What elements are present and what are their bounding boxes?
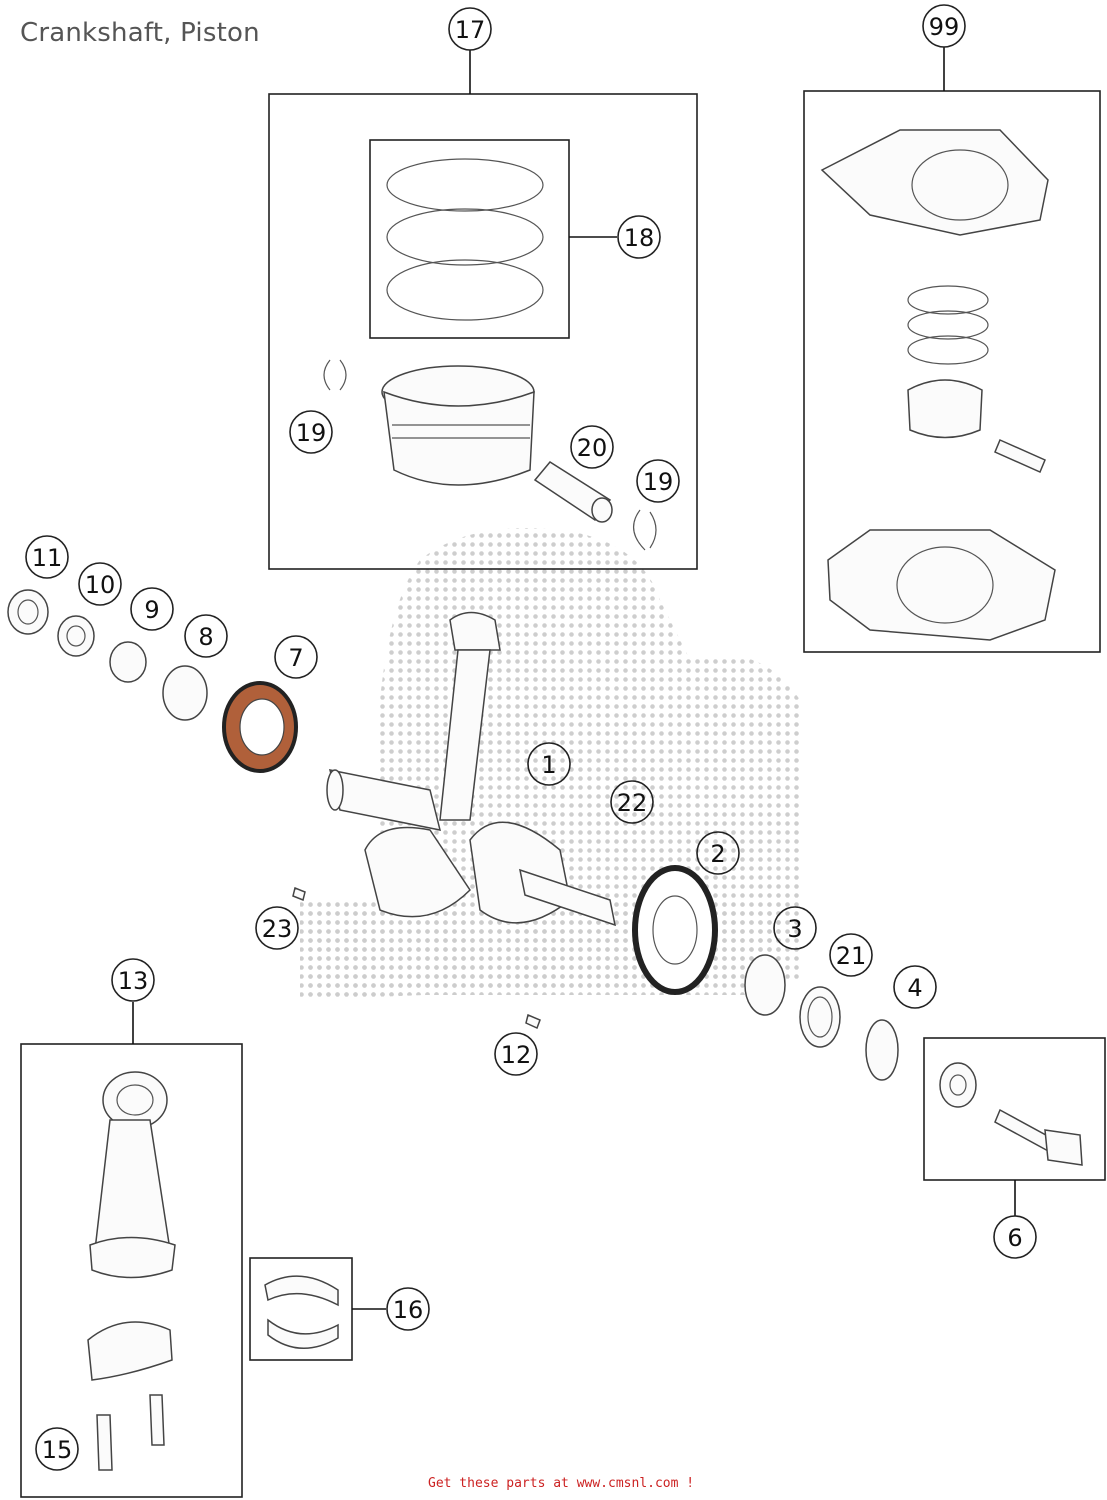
callout-19-left: 19 [289, 410, 333, 454]
right-shaft-parts [292, 886, 899, 1081]
callout-11: 11 [25, 535, 69, 579]
conrod-cap [87, 1321, 173, 1381]
gasket-set-box [803, 47, 1101, 653]
gear-2 [632, 865, 718, 995]
washer-21 [799, 986, 841, 1048]
svg-text:1: 1 [541, 751, 556, 779]
conrod-bolt-right [149, 1394, 165, 1446]
svg-text:10: 10 [85, 571, 116, 599]
conrod-beam [439, 649, 491, 821]
bearing-3 [744, 954, 786, 1016]
svg-text:22: 22 [617, 789, 648, 817]
conrod-body [94, 1119, 171, 1251]
pin-23 [292, 886, 306, 902]
bolt-box [923, 1037, 1106, 1216]
callout-99: 99 [922, 4, 966, 48]
piston-pin [533, 461, 613, 523]
callout-7: 7 [274, 635, 318, 679]
callout-17: 17 [448, 7, 492, 51]
svg-text:4: 4 [907, 974, 922, 1002]
footer-link-text[interactable]: Get these parts at www.cmsnl.com ! [428, 1476, 695, 1491]
conrod-bolt-left [96, 1414, 113, 1471]
callout-10: 10 [78, 562, 122, 606]
conrod-small-end [449, 611, 501, 651]
svg-text:12: 12 [501, 1041, 532, 1069]
nut-4 [865, 1019, 899, 1081]
svg-text:3: 3 [787, 915, 802, 943]
washer-9 [109, 641, 147, 683]
head-gasket [820, 129, 1049, 236]
svg-text:20: 20 [577, 434, 608, 462]
circlip-right [633, 509, 657, 551]
callout-2: 2 [696, 831, 740, 875]
piston [381, 365, 535, 486]
callout-3: 3 [773, 906, 817, 950]
svg-text:8: 8 [198, 623, 213, 651]
callout-1: 1 [527, 742, 571, 786]
svg-text:21: 21 [836, 942, 867, 970]
page-title: Crankshaft, Piston [20, 18, 260, 48]
callout-4: 4 [893, 965, 937, 1009]
conrod-box [20, 1002, 243, 1498]
svg-text:15: 15 [42, 1436, 73, 1464]
piston-kit-box [268, 50, 698, 570]
small-rings [907, 285, 989, 315]
svg-text:18: 18 [624, 224, 655, 252]
piston-rings [386, 158, 544, 321]
gear-8 [162, 665, 208, 721]
svg-text:9: 9 [144, 596, 159, 624]
callout-18: 18 [617, 215, 661, 259]
svg-text:17: 17 [455, 16, 486, 44]
callout-22: 22 [610, 780, 654, 824]
callout-8: 8 [184, 614, 228, 658]
svg-text:23: 23 [262, 915, 293, 943]
callout-12: 12 [494, 1032, 538, 1076]
spacer [939, 1062, 977, 1108]
svg-text:2: 2 [710, 840, 725, 868]
bolt-head [1044, 1129, 1083, 1166]
svg-text:13: 13 [118, 967, 149, 995]
circlip-left [323, 359, 347, 391]
svg-text:7: 7 [288, 644, 303, 672]
callout-19-right: 19 [636, 459, 680, 503]
callout-15: 15 [35, 1427, 79, 1471]
callout-16: 16 [386, 1287, 430, 1331]
callout-6: 6 [993, 1215, 1037, 1259]
callouts: 17 99 18 19 20 19 11 10 9 8 7 1 22 2 3 2… [25, 4, 1037, 1471]
left-shaft-parts [7, 589, 298, 773]
svg-text:11: 11 [32, 544, 63, 572]
crankshaft-assembly [326, 611, 718, 995]
callout-21: 21 [829, 933, 873, 977]
seal-11 [7, 589, 49, 635]
base-gasket [827, 529, 1056, 641]
svg-text:16: 16 [393, 1296, 424, 1324]
svg-text:19: 19 [643, 468, 674, 496]
callout-23: 23 [255, 906, 299, 950]
bearing-shell-box [249, 1257, 386, 1361]
svg-text:99: 99 [929, 13, 960, 41]
svg-text:19: 19 [296, 419, 327, 447]
callout-13: 13 [111, 958, 155, 1002]
callout-9: 9 [130, 587, 174, 631]
key-12 [525, 1013, 541, 1030]
washer-10 [57, 615, 95, 657]
small-piston [907, 379, 983, 439]
callout-20: 20 [570, 425, 614, 469]
svg-text:6: 6 [1007, 1224, 1022, 1252]
small-pin [994, 439, 1046, 473]
